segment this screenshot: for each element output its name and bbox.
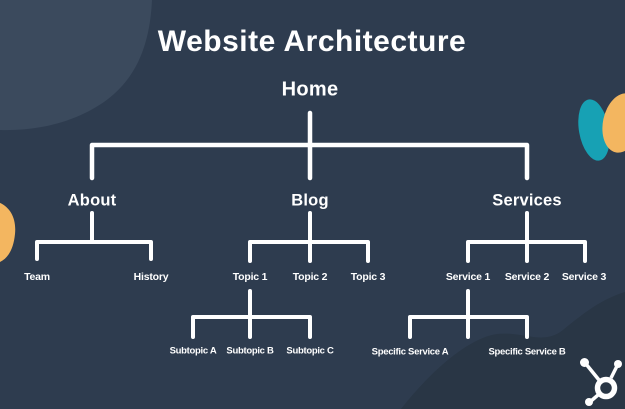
node-topic-3: Topic 3 <box>350 271 386 283</box>
right-teal-blob <box>578 99 610 161</box>
node-team: Team <box>24 271 50 283</box>
node-home: Home <box>281 78 339 101</box>
node-services: Services <box>492 191 562 210</box>
node-service-1: Service 1 <box>445 271 491 283</box>
sprocket-ring <box>594 376 618 400</box>
node-topic-2: Topic 2 <box>292 271 328 283</box>
left-orange-blob <box>0 202 16 262</box>
sprocket-spokes <box>580 358 622 406</box>
connector-topic1-bracket <box>191 315 312 339</box>
node-subtopic-c: Subtopic C <box>286 345 334 357</box>
connector-blog-bracket <box>248 240 370 263</box>
node-service-3: Service 3 <box>561 271 607 283</box>
node-service-2: Service 2 <box>504 271 550 283</box>
node-subtopic-a: Subtopic A <box>169 345 217 357</box>
node-subtopic-b: Subtopic B <box>226 345 274 357</box>
node-about: About <box>67 191 117 210</box>
connector-services-bracket <box>466 240 587 263</box>
node-specific-service-b: Specific Service B <box>488 346 566 358</box>
right-orange-blob <box>602 93 625 153</box>
bottom-right-dark-blob <box>401 292 625 409</box>
connector-level1-bracket <box>89 142 530 181</box>
node-history: History <box>133 271 169 283</box>
corner-light-blob <box>0 0 152 131</box>
node-topic-1: Topic 1 <box>232 271 268 283</box>
node-blog: Blog <box>291 191 329 210</box>
page-title: Website Architecture <box>157 25 467 58</box>
connector-service1-bracket <box>408 315 529 339</box>
connector-about-bracket <box>35 240 153 261</box>
node-specific-service-a: Specific Service A <box>371 346 449 358</box>
